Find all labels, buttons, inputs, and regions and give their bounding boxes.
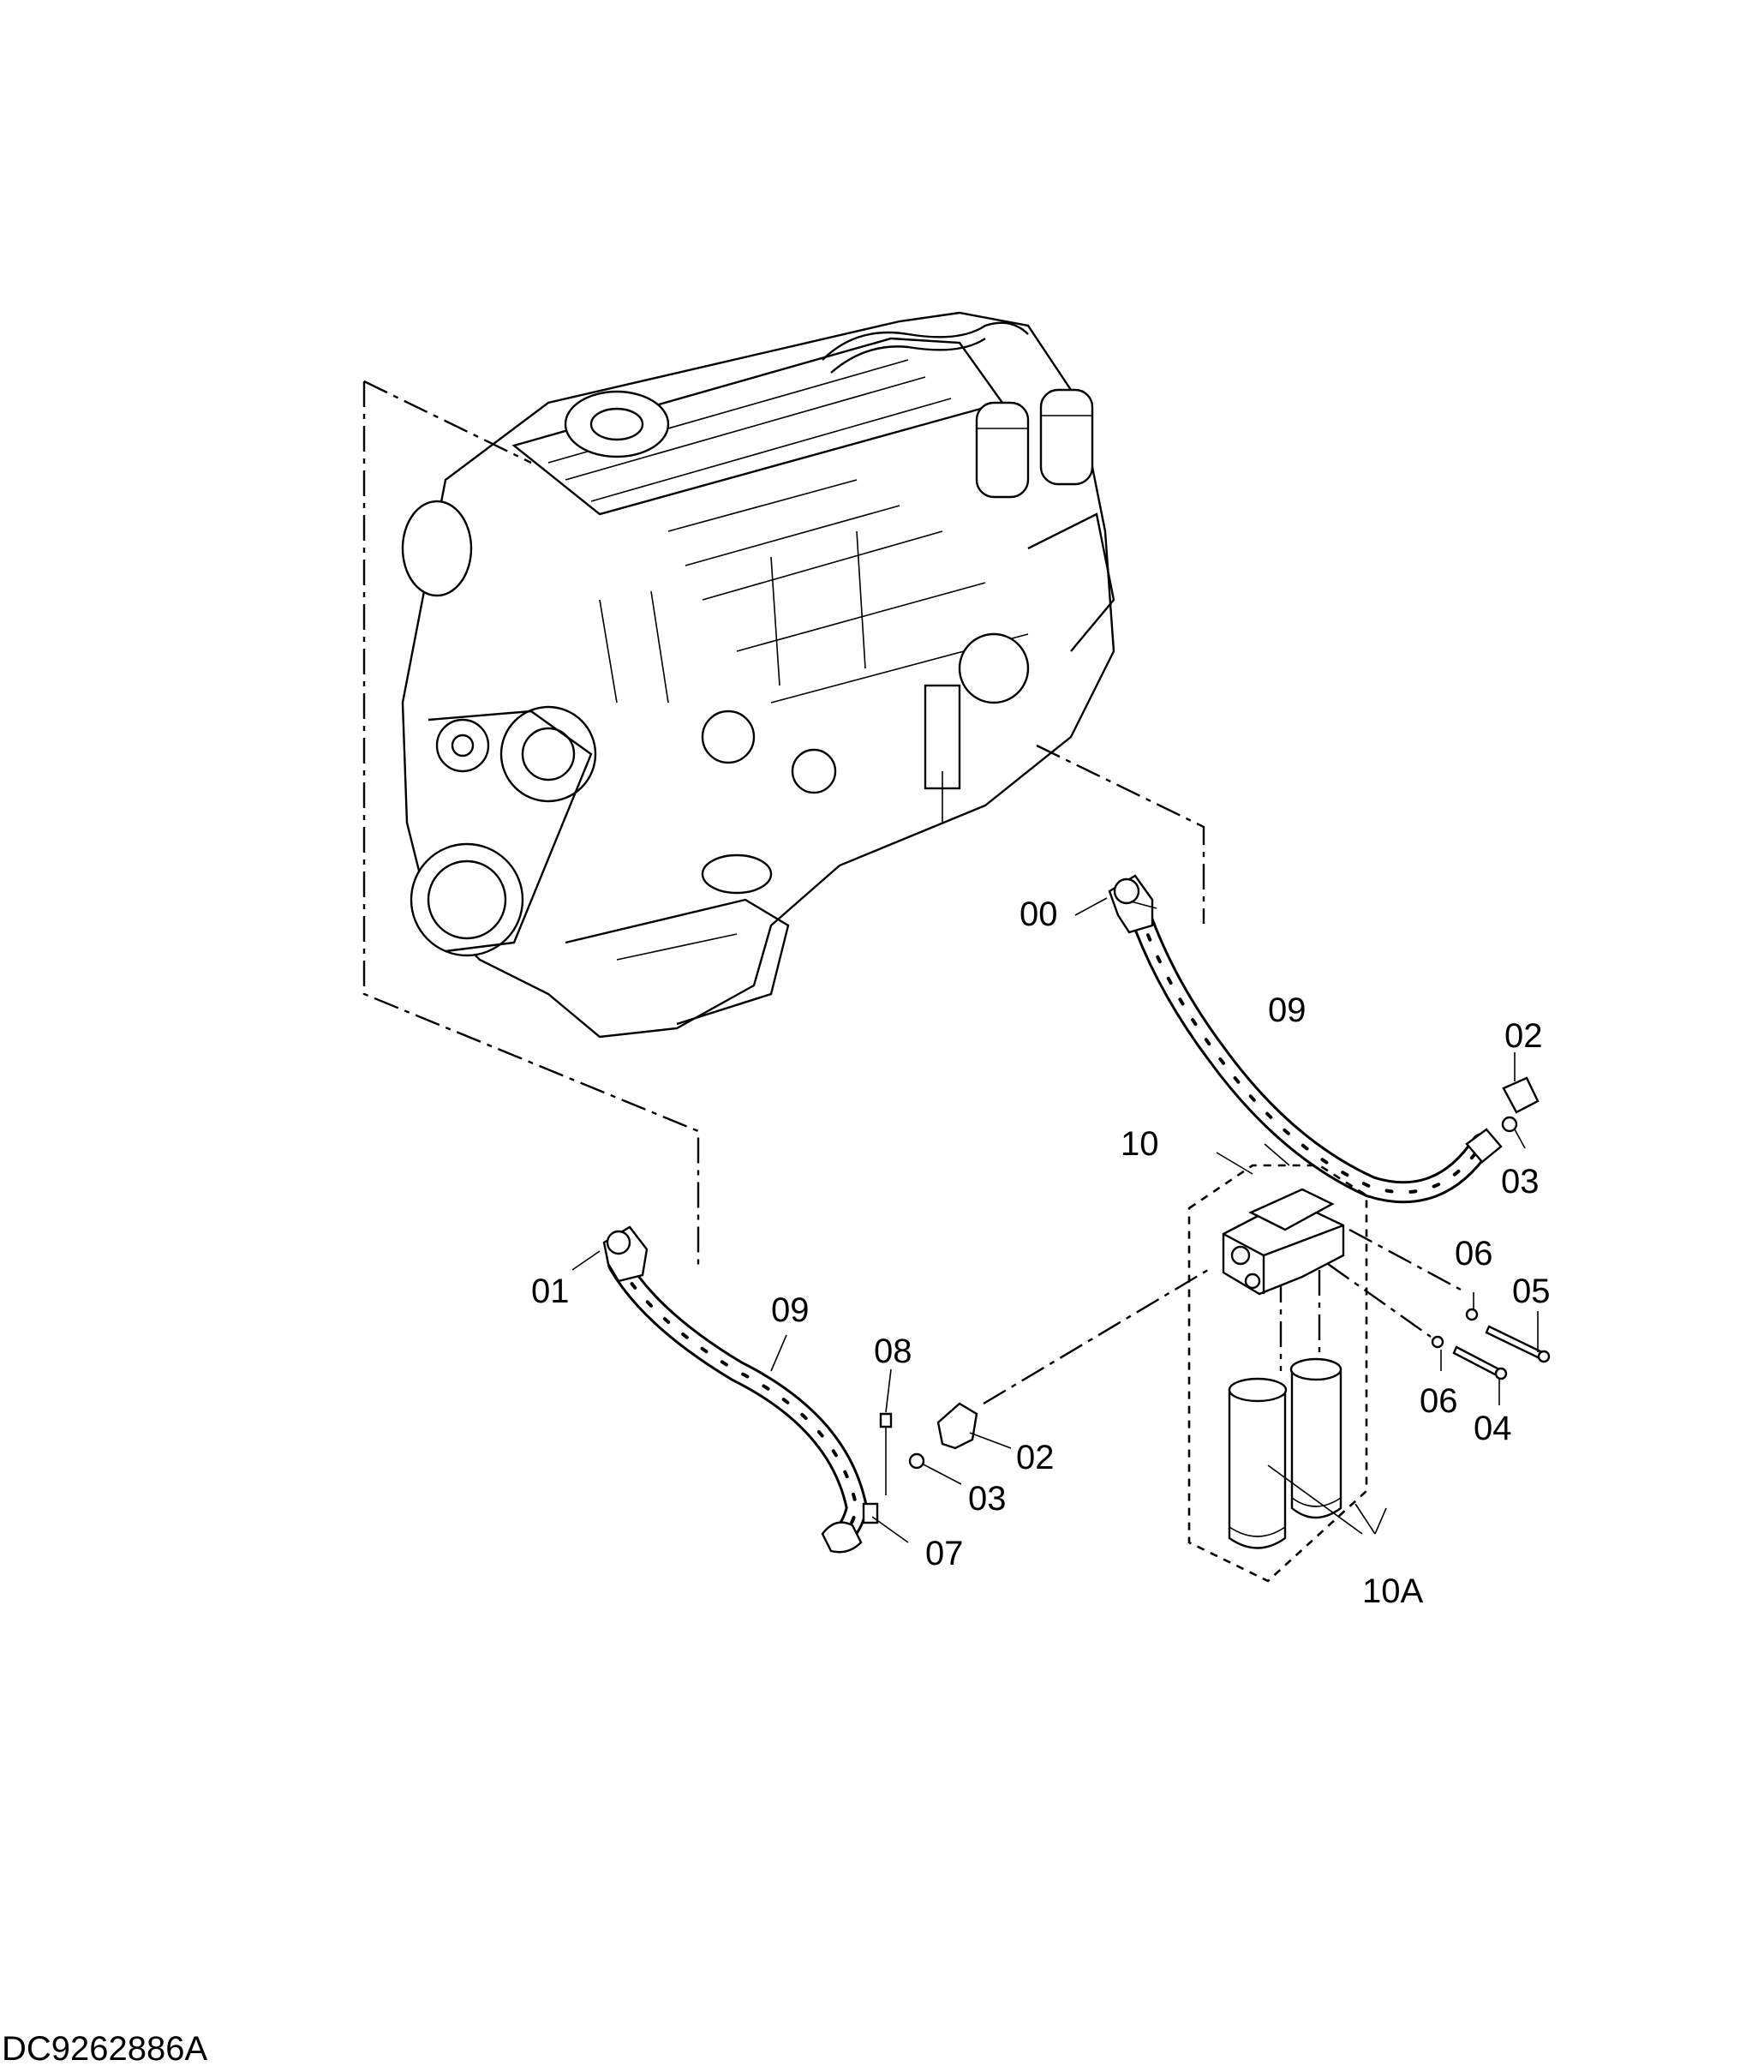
callout-06-upper: 06 [1455,1235,1493,1273]
callout-05: 05 [1512,1273,1551,1310]
bolt-04 [1452,1345,1501,1377]
callout-07: 07 [925,1535,964,1572]
washer-06-upper [1465,1308,1479,1321]
document-id: DC9262886A [2,2030,208,2068]
callout-03-upper: 03 [1501,1163,1540,1201]
lower-hose-assembly [602,1225,978,1554]
callout-09-upper: 09 [1268,991,1307,1029]
callout-06-lower: 06 [1420,1382,1458,1420]
callout-10: 10 [1121,1125,1159,1163]
callout-04: 04 [1474,1410,1512,1447]
callout-02-upper: 02 [1504,1017,1543,1055]
guide-lines [362,380,1462,1405]
callout-01: 01 [531,1273,570,1310]
callout-10A: 10A [1362,1572,1423,1610]
upper-hose-assembly [1108,874,1540,1204]
leader-lines [571,897,1539,1543]
hardware [1431,1308,1551,1380]
washer-06-lower [1431,1335,1444,1349]
callout-02-lower: 02 [1016,1439,1055,1476]
callout-03-lower: 03 [968,1480,1007,1518]
engine-assembly [401,311,1115,1039]
filter-assembly [1187,1164,1368,1583]
callout-09-lower: 09 [771,1291,810,1329]
bolt-05 [1485,1325,1544,1360]
callout-00: 00 [1020,895,1058,933]
callout-labels: 00 01 02 02 03 03 04 05 06 06 07 08 09 0… [531,895,1551,1610]
callout-08: 08 [874,1332,912,1370]
